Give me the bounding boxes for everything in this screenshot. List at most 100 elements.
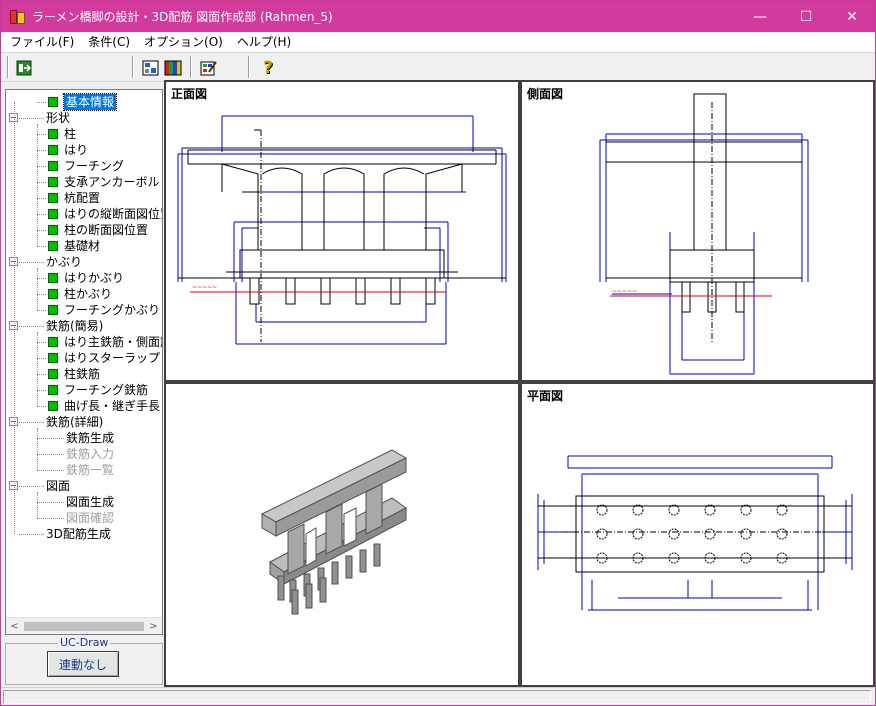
tree-item-label: はり [64,143,89,157]
tree-connector [37,454,64,455]
tree-item-label: フーチングかぶり [64,303,161,317]
menu-bar: ファイル(F) 条件(C) オプション(O) ヘルプ(H) [1,32,875,52]
maximize-icon: ☐ [799,8,813,25]
toolbar-separator [7,56,9,78]
status-field [3,690,871,704]
tree-item[interactable]: フーチング鉄筋 [6,382,162,398]
model-3d-view[interactable] [166,384,518,685]
layout-button[interactable] [140,57,162,78]
tree-item[interactable]: 図面生成 [6,494,162,510]
tree-item-label: 基礎材 [64,239,101,253]
tree-connector [37,198,46,199]
maximize-button[interactable]: ☐ [783,1,829,32]
tree-item[interactable]: 柱の断面図位置 [6,222,162,238]
front-view-title: 正面図 [171,87,208,101]
tree-item[interactable]: 柱 [6,126,162,142]
status-bar [1,687,875,705]
minimize-icon: — [753,8,767,25]
plan-view[interactable]: 平面図 [522,384,873,685]
tree-item[interactable]: 基礎材 [6,238,162,254]
front-view[interactable]: ~~~~~ 正面図 [166,82,518,380]
tree-item[interactable]: −図面 [6,478,162,494]
tree-connector [37,268,38,310]
status-ok-icon [48,177,58,187]
ucdraw-link-button[interactable]: 連動なし [47,651,119,677]
palette-button[interactable] [162,57,184,78]
tree-item[interactable]: 鉄筋入力 [6,446,162,462]
tree-item[interactable]: はり [6,142,162,158]
tree-connector [37,246,46,247]
toolbar: ? [1,52,875,82]
tree-item-label: 杭配置 [64,191,101,205]
tree-item[interactable]: − 鉄筋(詳細) [6,414,162,430]
menu-conditions[interactable]: 条件(C) [88,35,131,49]
scroll-right-icon[interactable]: > [149,621,158,632]
scroll-thumb[interactable] [24,622,144,631]
tree-connector [19,118,44,119]
tree-item[interactable]: 鉄筋一覧 [6,462,162,478]
tree-expander-icon[interactable]: − [9,417,18,426]
tree-connector [37,102,46,103]
scroll-left-icon[interactable]: < [10,621,19,632]
menu-options[interactable]: オプション(O) [144,35,223,49]
model-3d-drawing [260,449,408,615]
close-button[interactable]: ✕ [829,1,875,32]
tree-connector [37,428,38,470]
status-ok-icon [48,385,58,395]
tree-item[interactable]: 柱かぶり [6,286,162,302]
tree-item[interactable]: −形状 [6,110,162,126]
tree-connector [37,406,46,407]
help-button[interactable]: ? [257,57,279,78]
menu-file[interactable]: ファイル(F) [10,35,75,49]
exit-button[interactable] [14,57,36,78]
tree-panel: 基本情報−形状柱はりフーチング支承アンカーボルト杭配置はりの縦断面図位置柱の断面… [5,89,163,635]
status-ok-icon [48,273,58,283]
tree-item[interactable]: 3D配筋生成 [6,526,162,542]
tree-connector [37,182,46,183]
tree-item-label: 曲げ長・継ぎ手長 [64,399,161,413]
tree-item[interactable]: はりかぶり [6,270,162,286]
status-ok-icon [48,337,58,347]
tree-expander-icon[interactable]: − [9,113,18,122]
tree-item-label: 鉄筋(詳細) [46,415,104,429]
tree-item-label: フーチング [64,159,125,173]
tree-item[interactable]: 曲げ長・継ぎ手長 [6,398,162,414]
tree-expander-icon[interactable]: − [9,481,18,490]
horizontal-scrollbar[interactable]: < > [6,617,162,634]
tree-item[interactable]: はり主鉄筋・側面筋 [6,334,162,350]
tree-item[interactable]: −かぶり [6,254,162,270]
tree-item-label: 柱かぶり [64,287,113,301]
tree-item-label: 柱鉄筋 [64,367,101,381]
status-ok-icon [48,145,58,155]
tree-item[interactable]: はりスターラップ・側 [6,350,162,366]
tree-item[interactable]: 図面確認 [6,510,162,526]
window-title: ラーメン橋脚の設計・3D配筋 図面作成部 (Rahmen_5) [32,10,333,24]
menu-help[interactable]: ヘルプ(H) [236,35,292,49]
tree-item[interactable]: 柱鉄筋 [6,366,162,382]
tree-item[interactable]: フーチング [6,158,162,174]
tree-expander-icon[interactable]: − [9,257,18,266]
toolbar-separator [248,56,250,78]
tree-item[interactable]: はりの縦断面図位置 [6,206,162,222]
app-icon[interactable] [10,9,26,25]
status-ok-icon [48,289,58,299]
tree-item-label: 鉄筋一覧 [66,463,115,477]
tree-item-label: 基本情報 [62,93,118,111]
tree-item[interactable]: 杭配置 [6,190,162,206]
tree-expander-icon[interactable]: − [9,321,18,330]
tree-item[interactable]: 基本情報 [6,93,162,111]
ucdraw-group: UC-Draw 連動なし [5,636,163,685]
tree-item[interactable]: 支承アンカーボルト [6,174,162,190]
minimize-button[interactable]: — [737,1,783,32]
front-view-drawing: ~~~~~ [177,115,507,345]
edit-check-button[interactable] [198,57,220,78]
tree-item-label: 鉄筋入力 [66,447,115,461]
tree-item[interactable]: フーチングかぶり [6,302,162,318]
help-icon: ? [263,57,273,78]
palette-icon [164,60,182,75]
side-view[interactable]: ~~~~~ 側面図 [522,82,873,380]
tree-item[interactable]: −鉄筋(簡易) [6,318,162,334]
tree-item[interactable]: 鉄筋生成 [6,430,162,446]
status-ok-icon [48,305,58,315]
tree-item-label: はりスターラップ・側 [64,351,162,365]
